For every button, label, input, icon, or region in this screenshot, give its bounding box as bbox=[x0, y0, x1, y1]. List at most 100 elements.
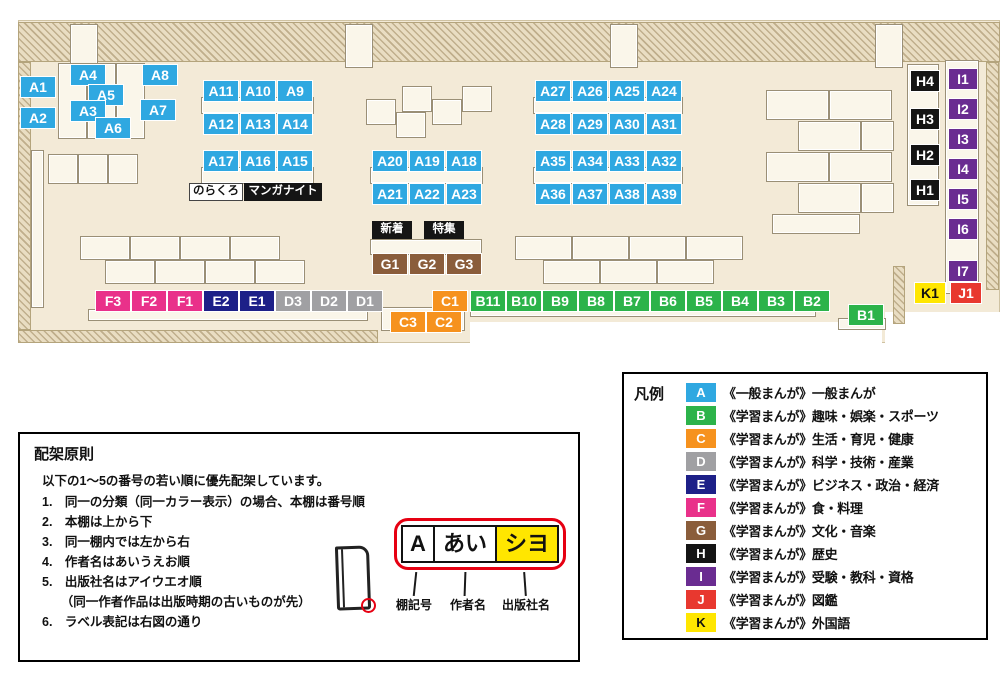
annotation-line bbox=[463, 571, 467, 597]
shelf-block bbox=[180, 236, 230, 260]
shelf-label-a7: A7 bbox=[140, 99, 176, 121]
map-tag: 特集 bbox=[424, 221, 464, 239]
principles-item-6: （同一作者作品は出版時期の古いものが先） bbox=[42, 595, 311, 609]
shelf-label-a29: A29 bbox=[572, 113, 608, 135]
legend-row-d: D《学習まんが》科学・技術・産業 bbox=[686, 450, 939, 473]
shelf-label-f2: F2 bbox=[131, 290, 167, 312]
shelf-block bbox=[345, 24, 373, 68]
shelf-block bbox=[396, 112, 426, 138]
legend-text-j: 《学習まんが》図鑑 bbox=[723, 593, 838, 608]
shelf-label-a30: A30 bbox=[609, 113, 645, 135]
principles-intro: 以下の1〜5の番号の若い順に優先配架しています。 bbox=[42, 474, 330, 488]
shelf-block bbox=[861, 183, 894, 213]
shelf-label-a27: A27 bbox=[535, 80, 571, 102]
shelf-label-a20: A20 bbox=[372, 150, 408, 172]
legend-text-e: 《学習まんが》ビジネス・政治・経済 bbox=[723, 478, 939, 493]
legend-row-k: K 《学習まんが》外国語 bbox=[686, 611, 939, 634]
shelf-label-a33: A33 bbox=[609, 150, 645, 172]
shelf-block bbox=[766, 90, 829, 120]
shelf-label-a8: A8 bbox=[142, 64, 178, 86]
shelf-label-a28: A28 bbox=[535, 113, 571, 135]
legend-row-i: I《学習まんが》受験・教科・資格 bbox=[686, 565, 939, 588]
shelf-block bbox=[402, 86, 432, 112]
shelf-label-f1: F1 bbox=[167, 290, 203, 312]
shelf-label-a26: A26 bbox=[572, 80, 608, 102]
shelf-label-e1: E1 bbox=[239, 290, 275, 312]
shelf-label-a21: A21 bbox=[372, 183, 408, 205]
shelf-block bbox=[766, 152, 829, 182]
legend-title: 凡例 bbox=[634, 386, 665, 403]
shelf-label-a38: A38 bbox=[609, 183, 645, 205]
shelf-label-a17: A17 bbox=[203, 150, 239, 172]
shelf-block bbox=[572, 236, 629, 260]
shelf-label-g3: G3 bbox=[446, 253, 482, 275]
shelf-label-a3: A3 bbox=[70, 100, 106, 122]
shelf-block bbox=[108, 154, 138, 184]
shelf-label-i7: I7 bbox=[948, 260, 978, 282]
shelf-label-a34: A34 bbox=[572, 150, 608, 172]
shelf-label-b1: B1 bbox=[848, 304, 884, 326]
annotation-author: 作者名 bbox=[450, 598, 487, 612]
wall-segment bbox=[18, 330, 378, 343]
shelf-label-b2: B2 bbox=[794, 290, 830, 312]
shelf-label-a39: A39 bbox=[646, 183, 682, 205]
legend-badge-b: B bbox=[686, 406, 716, 425]
legend-text-k: 《学習まんが》外国語 bbox=[723, 616, 851, 631]
legend-badge-k: K bbox=[686, 613, 716, 632]
shelf-label-a19: A19 bbox=[409, 150, 445, 172]
shelf-label-a18: A18 bbox=[446, 150, 482, 172]
legend-text-a: 《一般まんが》一般まんが bbox=[723, 386, 876, 401]
shelf-block bbox=[366, 99, 396, 125]
shelf-label-a37: A37 bbox=[572, 183, 608, 205]
shelf-label-g1: G1 bbox=[372, 253, 408, 275]
wall-segment bbox=[18, 22, 1000, 62]
annotation-line bbox=[523, 571, 527, 597]
shelf-block bbox=[772, 214, 860, 234]
shelf-label-h1: H1 bbox=[910, 179, 940, 201]
shelf-label-a2: A2 bbox=[20, 107, 56, 129]
legend-row-f: F《学習まんが》食・料理 bbox=[686, 496, 939, 519]
shelf-label-d1: D1 bbox=[347, 290, 383, 312]
shelf-label-c3: C3 bbox=[390, 311, 426, 333]
shelf-label-b8: B8 bbox=[578, 290, 614, 312]
shelf-label-b9: B9 bbox=[542, 290, 578, 312]
principles-item-2: 2. 本棚は上から下 bbox=[42, 515, 153, 529]
legend-badge-e: E bbox=[686, 475, 716, 494]
shelf-label-a23: A23 bbox=[446, 183, 482, 205]
shelf-label-h2: H2 bbox=[910, 144, 940, 166]
label-example: A あい シヨ bbox=[394, 518, 566, 570]
legend-badge-j: J bbox=[686, 590, 716, 609]
shelf-label-i1: I1 bbox=[948, 68, 978, 90]
shelf-label-i6: I6 bbox=[948, 218, 978, 240]
legend-row-j: J 《学習まんが》図鑑 bbox=[686, 588, 939, 611]
shelf-label-b7: B7 bbox=[614, 290, 650, 312]
shelf-label-b10: B10 bbox=[506, 290, 542, 312]
floor-cutout bbox=[470, 322, 882, 343]
shelf-label-a24: A24 bbox=[646, 80, 682, 102]
annotation-publisher: 出版社名 bbox=[502, 598, 551, 612]
legend-text-b: 《学習まんが》趣味・娯楽・スポーツ bbox=[723, 409, 939, 424]
principles-item-5: 5. 出版社名はアイウエオ順 bbox=[42, 575, 202, 589]
shelf-label-c2: C2 bbox=[426, 311, 462, 333]
shelf-block bbox=[155, 260, 205, 284]
shelf-label-d2: D2 bbox=[311, 290, 347, 312]
map-tag: のらくろ bbox=[189, 183, 243, 201]
shelf-label-a12: A12 bbox=[203, 113, 239, 135]
legend-badge-f: F bbox=[686, 498, 716, 517]
shelf-label-a36: A36 bbox=[535, 183, 571, 205]
shelf-label-a22: A22 bbox=[409, 183, 445, 205]
shelf-block bbox=[875, 24, 903, 68]
shelf-block bbox=[105, 260, 155, 284]
legend-row-a: A《一般まんが》一般まんが bbox=[686, 381, 939, 404]
shelf-label-h4: H4 bbox=[910, 70, 940, 92]
shelf-block bbox=[657, 260, 714, 284]
principles-item-7: 6. ラベル表記は右図の通り bbox=[42, 615, 203, 629]
shelf-label-a4: A4 bbox=[70, 64, 106, 86]
label-example-shelf-code: A bbox=[401, 525, 435, 563]
shelf-label-g2: G2 bbox=[409, 253, 445, 275]
legend-badge-d: D bbox=[686, 452, 716, 471]
